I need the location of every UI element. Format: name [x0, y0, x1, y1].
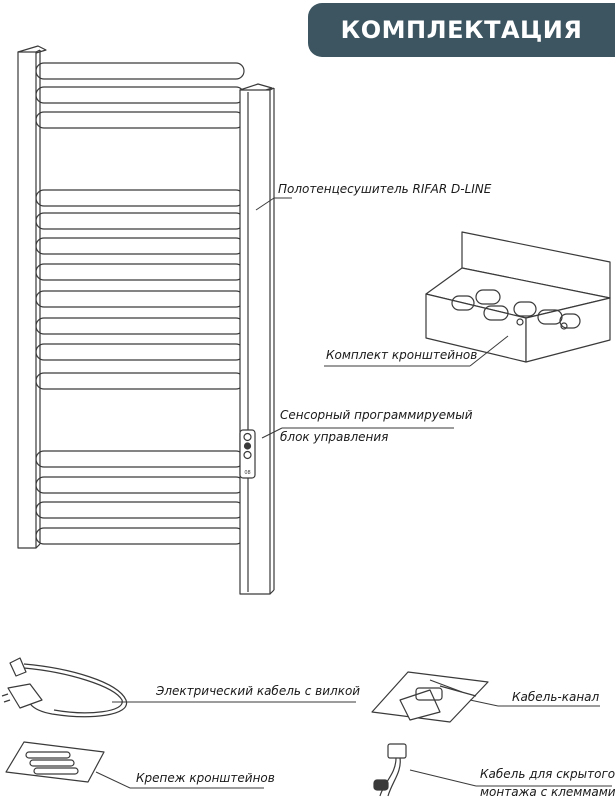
label-hidden-cable-line1: Кабель для скрытого	[480, 767, 615, 781]
towel-rail-left-upright	[17, 45, 47, 549]
hidden-cable	[373, 743, 407, 797]
label-power-cable: Электрический кабель с вилкой	[156, 684, 361, 698]
leader-lines	[95, 197, 612, 789]
bracket-fasteners	[5, 741, 105, 783]
cable-channel	[371, 671, 489, 723]
label-control-unit-line1: Сенсорный программируемый	[280, 408, 473, 422]
label-control-unit-line2: блок управления	[280, 430, 389, 444]
power-cable	[1, 657, 128, 718]
towel-rail-right-upright	[239, 83, 275, 595]
label-bracket-fasteners: Крепеж кронштейнов	[136, 771, 275, 785]
header-banner: КОМПЛЕКТАЦИЯ	[308, 3, 615, 57]
label-bracket-kit: Комплект кронштейнов	[326, 348, 478, 362]
label-hidden-cable-line2: монтажа с клеммами	[480, 785, 615, 799]
control-unit	[239, 429, 256, 479]
control-display-text: 08	[244, 470, 250, 476]
towel-rail-rungs	[35, 62, 245, 545]
page-title: КОМПЛЕКТАЦИЯ	[340, 16, 583, 44]
bracket-kit-box	[425, 231, 611, 363]
label-cable-channel: Кабель-канал	[512, 690, 600, 704]
label-towel-rail: Полотенцесушитель RIFAR D-LINE	[278, 182, 492, 196]
